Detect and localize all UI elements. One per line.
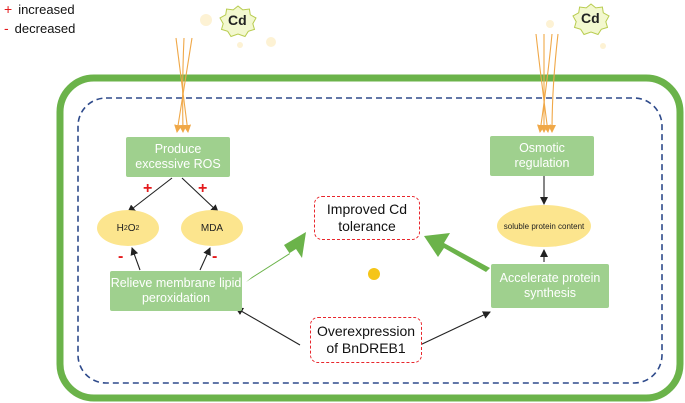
sign-minus-h2o2: - [118, 248, 124, 265]
legend-minus-text: decreased [14, 21, 76, 36]
node-relieve-peroxidation: Relieve membrane lipid peroxidation [110, 271, 242, 311]
node-osmotic-regulation: Osmotic regulation [490, 136, 594, 176]
legend-plus-text: increased [18, 2, 75, 17]
legend-increased: + increased [4, 1, 75, 17]
node-soluble-protein: soluble protein content [497, 205, 591, 247]
pathway-arrows [127, 176, 548, 346]
node-accelerate-synthesis: Accelerate protein synthesis [491, 264, 609, 308]
sign-minus-mda: - [212, 248, 218, 265]
legend-decreased: -decreased [4, 20, 75, 36]
node-improved-tolerance: Improved Cd tolerance [314, 196, 420, 240]
node-overexpression: Overexpression of BnDREB1 [310, 317, 422, 363]
h2o2-o: O [127, 222, 136, 234]
big-arrow-left [246, 232, 306, 282]
big-arrow-right [424, 233, 490, 272]
h2o2-sub2: 2 [135, 224, 140, 232]
legend-plus-symbol: + [4, 1, 13, 17]
cd-star-right-icon [572, 3, 610, 36]
sign-plus-h2o2: + [143, 180, 153, 197]
cd-dot [368, 268, 380, 280]
h2o2-sub1: 2 [123, 224, 128, 232]
node-mda: MDA [181, 210, 243, 246]
cell-wall [56, 74, 684, 402]
cd-label-left: Cd [228, 12, 247, 28]
cd-influx-left [174, 37, 193, 133]
node-produce-ros: Produce excessive ROS [126, 137, 230, 177]
cd-influx-right [535, 33, 559, 133]
legend-minus-symbol: - [4, 20, 9, 36]
cd-particles [200, 14, 606, 49]
cd-star-left-icon [219, 5, 257, 38]
cd-label-right: Cd [581, 10, 600, 26]
h2o2-h: H [116, 222, 124, 234]
sign-plus-mda: + [198, 180, 208, 197]
cell-membrane [77, 97, 663, 384]
